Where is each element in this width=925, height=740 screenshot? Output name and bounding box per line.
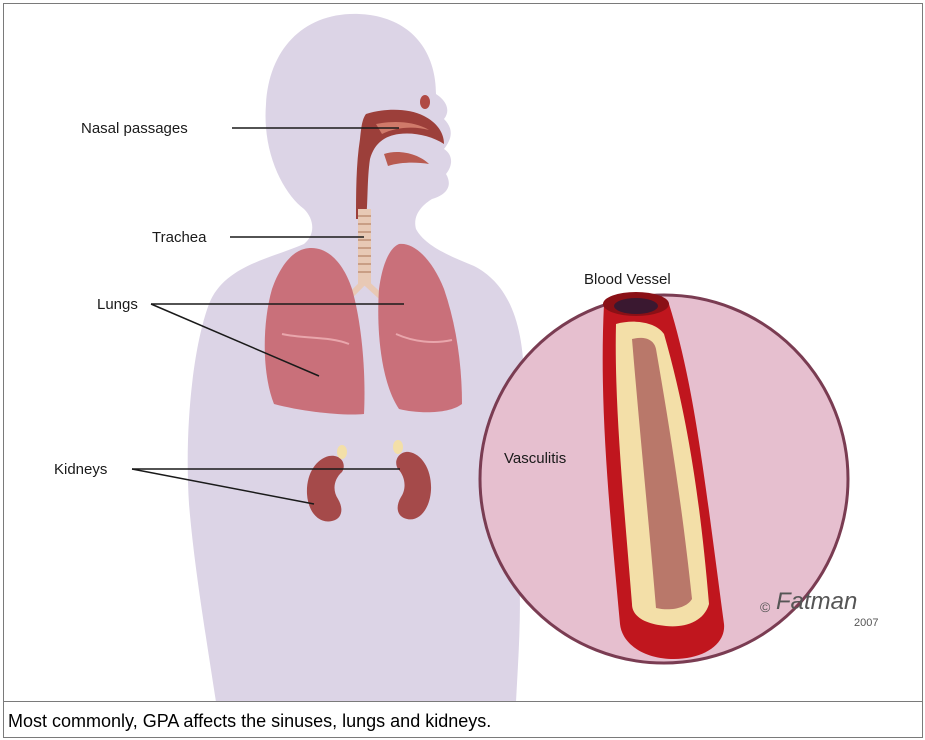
illustration-cell: Nasal passages Trachea Lungs Kidneys Blo… bbox=[4, 4, 922, 702]
figure-caption: Most commonly, GPA affects the sinuses, … bbox=[4, 702, 922, 737]
svg-text:2007: 2007 bbox=[854, 617, 878, 629]
label-lungs: Lungs bbox=[97, 296, 138, 313]
anatomy-illustration: Nasal passages Trachea Lungs Kidneys Blo… bbox=[4, 4, 922, 702]
label-trachea: Trachea bbox=[152, 229, 207, 246]
label-vasculitis: Vasculitis bbox=[504, 450, 566, 467]
figure-table: Nasal passages Trachea Lungs Kidneys Blo… bbox=[3, 3, 923, 738]
label-kidneys: Kidneys bbox=[54, 461, 107, 478]
label-blood-vessel: Blood Vessel bbox=[584, 271, 671, 288]
svg-text:Fatman: Fatman bbox=[776, 588, 857, 615]
label-nasal-passages: Nasal passages bbox=[81, 120, 188, 137]
svg-text:©: © bbox=[760, 599, 771, 615]
